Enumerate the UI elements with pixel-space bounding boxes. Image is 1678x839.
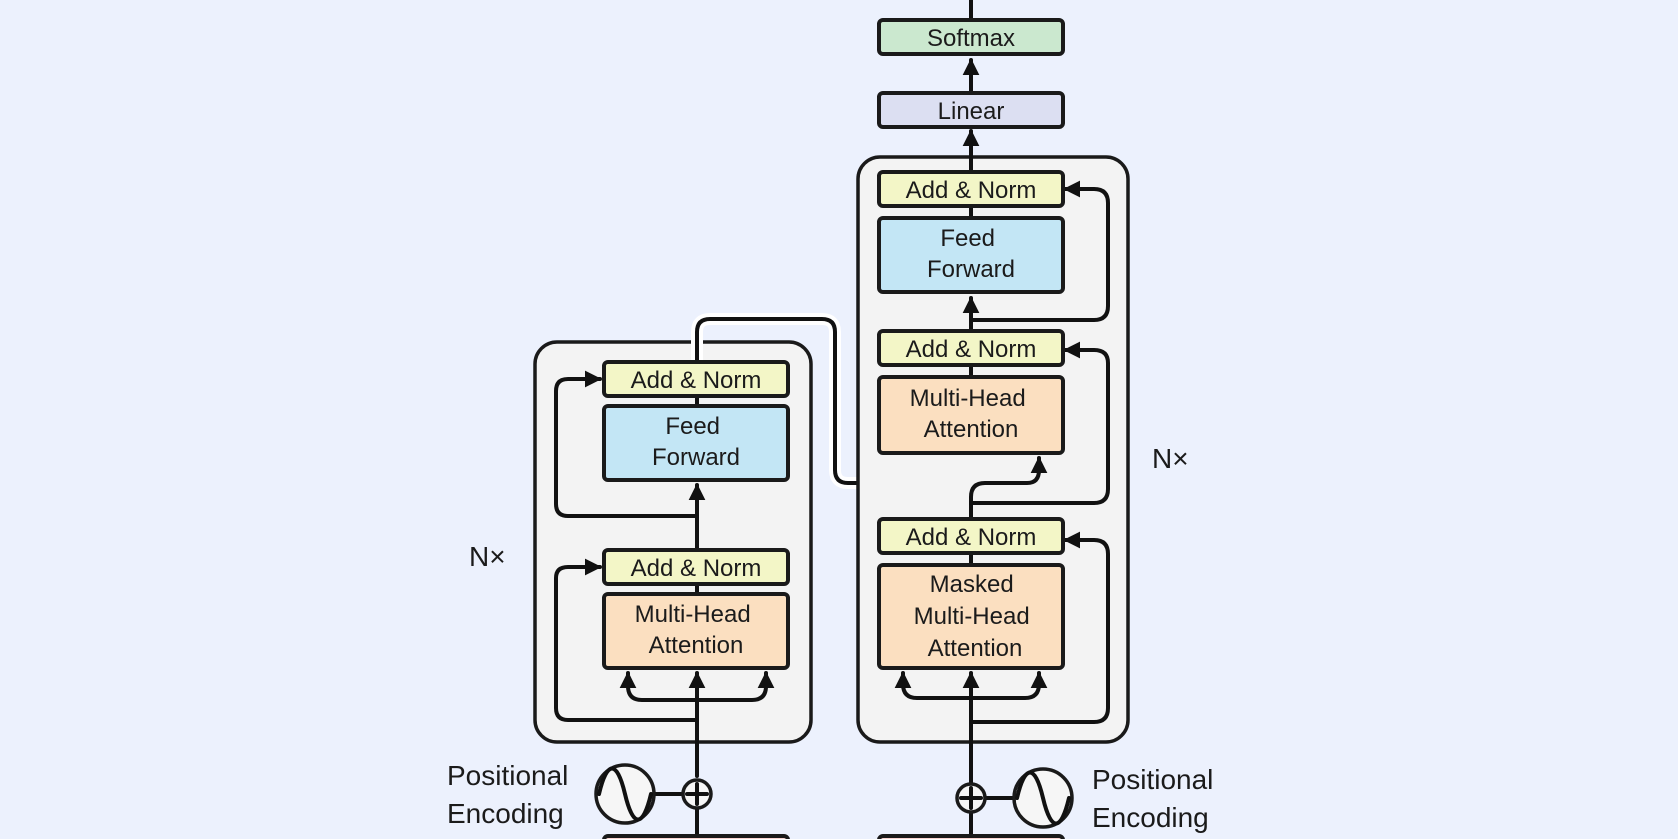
decoder-add-norm-bottom-label: Add & Norm <box>906 524 1037 551</box>
encoder-input-embedding <box>602 834 790 839</box>
decoder-add-norm-middle-label: Add & Norm <box>906 336 1037 363</box>
encoder-add-norm-top <box>602 360 790 398</box>
encoder-stack: Add & Norm Feed Forward Add & Norm Multi… <box>447 313 980 839</box>
decoder-positional-encoding-label: Positional Encoding <box>1092 764 1221 833</box>
encoder-add-norm-top-label: Add & Norm <box>631 367 762 394</box>
decoder-stack: Add & Norm Feed Forward Add & Norm Multi… <box>856 0 1221 839</box>
decoder-cross-attention-label: Multi-Head Attention <box>910 385 1033 443</box>
decoder-feed-forward <box>877 216 1065 294</box>
encoder-add-norm-bottom <box>602 548 790 586</box>
decoder-cross-attention <box>877 375 1065 455</box>
decoder-add-norm-bottom <box>877 517 1065 555</box>
decoder-feed-forward-label: Feed Forward <box>927 225 1015 283</box>
encoder-multi-head-attention <box>602 592 790 670</box>
decoder-add-norm-top-label: Add & Norm <box>906 177 1037 204</box>
decoder-positional-encoding: Positional Encoding <box>955 764 1221 833</box>
encoder-add-norm-bottom-label: Add & Norm <box>631 555 762 582</box>
encoder-repeat-label: N× <box>469 541 506 572</box>
output-head: Linear Softmax <box>877 18 1065 129</box>
decoder-masked-attention-label: Masked Multi-Head Attention <box>914 571 1037 662</box>
encoder-multi-head-attention-label: Multi-Head Attention <box>635 601 758 659</box>
decoder-masked-attention <box>877 563 1065 670</box>
encoder-feed-forward-label: Feed Forward <box>652 413 740 471</box>
decoder-add-norm-top <box>877 170 1065 208</box>
encoder-container <box>533 340 813 744</box>
softmax-block <box>877 18 1065 56</box>
decoder-repeat-label: N× <box>1152 443 1189 474</box>
encoder-positional-encoding-label: Positional Encoding <box>447 760 576 829</box>
encoder-feed-forward <box>602 404 790 482</box>
linear-block <box>877 91 1065 129</box>
encoder-positional-encoding: Positional Encoding <box>447 760 713 829</box>
softmax-label: Softmax <box>927 25 1015 52</box>
decoder-wires <box>894 0 1110 839</box>
decoder-output-embedding <box>877 834 1065 839</box>
linear-label: Linear <box>938 98 1005 125</box>
decoder-add-norm-middle <box>877 329 1065 367</box>
